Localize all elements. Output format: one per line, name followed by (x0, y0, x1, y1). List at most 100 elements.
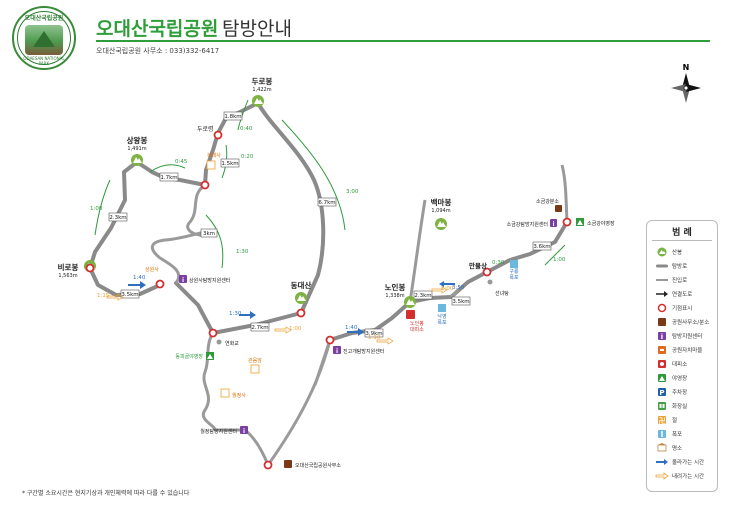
arrow-up-icon (656, 459, 668, 465)
peak-name: 노인봉 (385, 282, 406, 292)
station-icon[interactable] (213, 130, 223, 140)
legend-item-shelter: 대피소 (655, 358, 717, 370)
up-arrow-icon (347, 328, 364, 336)
compass-icon: N (671, 63, 701, 103)
logo-text: 오대산국립공원 (24, 15, 64, 22)
waterfall-icon (658, 430, 666, 438)
legend-item-camp: 야영장 (655, 372, 717, 384)
place-label: 오대산국립공원사무소 (295, 462, 341, 469)
peak-durobong[interactable]: 두로봉 1,422m (252, 77, 273, 107)
legend-item-office: 공원사무소/분소 (655, 316, 717, 328)
shelter-icon (658, 360, 666, 368)
down-arrow-icon (274, 326, 292, 334)
peak-name: 비로봉 (58, 262, 79, 272)
map-legend: 범 례 산봉 탐방로 진입로 연결도로 기점표시 공원사무소/분소 i 탐방지원… (646, 220, 718, 492)
place-label: 연화교 (225, 340, 239, 347)
page-title: 오대산국립공원 (96, 18, 219, 40)
peak-name: 백마봉 (431, 197, 452, 207)
trail-durong-junction[interactable] (203, 131, 220, 187)
trail-durobong-dongdaesan[interactable] (256, 101, 326, 315)
access-roads (150, 164, 569, 466)
place-label: 월정탐방지원센터 (200, 428, 237, 435)
toilet-icon (658, 402, 666, 410)
info-icon (240, 426, 248, 434)
legend-item-trail: 탐방로 (655, 260, 717, 272)
down-arrow-icon (431, 286, 448, 294)
station-icon[interactable] (155, 279, 165, 289)
road-winding-sangwonsa (150, 183, 215, 284)
svg-text:卍: 卍 (659, 417, 666, 425)
station-icon (657, 303, 667, 313)
distance-text: 3.5km (452, 299, 469, 305)
legend-label: 기점표시 (672, 306, 693, 312)
office-icon (284, 460, 292, 468)
distance-text: 3.6km (533, 244, 550, 250)
peak-baekmabong[interactable]: 백마봉 1,094m (431, 197, 452, 230)
distance-box (317, 197, 337, 207)
peak-elevation: 1,094m (431, 208, 450, 214)
time-label: 1:00 (553, 257, 566, 263)
parking-icon: P (658, 388, 666, 397)
legend-item-road: 진입로 (655, 274, 717, 286)
distance-labels: 1.8km 1.5km 1.7km 2.3km 3km 3.5km 6.7km … (108, 111, 552, 338)
distance-text: 3km (203, 231, 215, 237)
peak-elevation: 1,338m (385, 293, 404, 299)
place-label: 구룡 (509, 269, 519, 275)
road-jingogae-south (313, 339, 332, 386)
distance-box (413, 290, 433, 300)
svg-text:i: i (182, 277, 184, 284)
place-label: 상원사 (145, 266, 159, 273)
park-logo: 오대산국립공원 ODAESAN NATIONAL PARK (12, 6, 76, 70)
distance-box (120, 289, 140, 299)
place-label: 만물상 (469, 261, 487, 270)
arrow-junction-sangwonsa (205, 214, 224, 269)
station-icon[interactable] (296, 308, 306, 318)
facility-icons: 북대사 두로령 상원사 i 상원사탐방지원센터 연화교 동피골야영장 관음암 월… (145, 125, 615, 469)
waterfall-icon (438, 304, 446, 312)
svg-text:i: i (552, 221, 554, 228)
legend-label: 진입로 (672, 278, 688, 284)
station-icon[interactable] (325, 335, 335, 345)
time-label: 1:00 (289, 326, 302, 332)
temple-icon (250, 364, 260, 374)
station-icon[interactable] (263, 460, 273, 470)
temple-icon (220, 388, 230, 398)
peak-dongdaesan[interactable]: 동대산 (291, 280, 312, 304)
distance-box (250, 322, 270, 332)
station-icon[interactable] (562, 217, 572, 227)
trail-manmulsang-sogeumgang[interactable] (485, 220, 569, 274)
title-divider (96, 40, 710, 42)
distance-text: 6.7km (318, 200, 335, 206)
place-label: 관음암 (248, 357, 262, 364)
peak-sangwangbong[interactable]: 상왕봉 1,491m (127, 135, 148, 166)
down-arrow-icon (376, 337, 394, 345)
station-icon[interactable] (85, 263, 95, 273)
legend-label: 내려가는 시간 (672, 474, 705, 480)
linked-road-icon (656, 291, 668, 297)
trail-sangwonsa-yeonhwa[interactable] (174, 281, 215, 335)
road-guryong-spur (449, 288, 460, 299)
trail-birobong-sangwonsa[interactable] (88, 266, 162, 297)
info-icon (550, 219, 557, 227)
info-icon: i (658, 332, 666, 341)
distance-text: 1.7km (160, 175, 177, 181)
station-icon[interactable] (200, 180, 210, 190)
peak-noinbong[interactable]: 노인봉 1,338m (385, 282, 416, 308)
station-icon[interactable] (208, 328, 218, 338)
shelter-icon (406, 310, 415, 319)
peak-name: 상왕봉 (127, 135, 148, 145)
legend-item-waterfall: 폭포 (655, 428, 717, 440)
up-arrow-icon (439, 281, 455, 287)
legend-label: 화장실 (672, 404, 688, 410)
distance-box (532, 241, 552, 251)
station-icon[interactable] (482, 267, 492, 277)
place-label: 월정사 (232, 392, 246, 399)
time-label: 3:50 (452, 285, 465, 291)
svg-text:P: P (659, 389, 664, 397)
svg-text:i: i (336, 348, 338, 355)
place-label: 폭포 (437, 320, 447, 326)
distance-box (108, 212, 128, 222)
legend-item-toilet: 화장실 (655, 400, 717, 412)
direction-arrows (106, 281, 455, 345)
